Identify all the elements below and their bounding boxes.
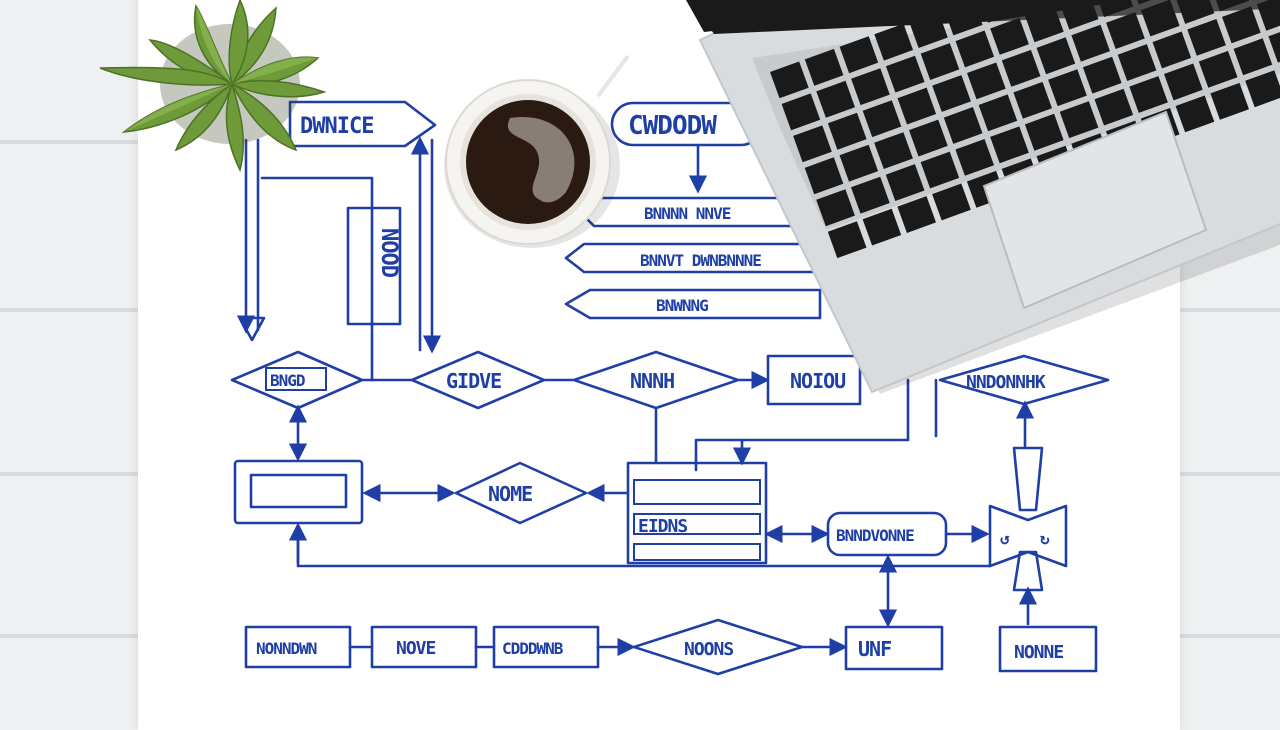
right-step-3-label: BNWNNG [656, 296, 708, 315]
vertical-process-label: NOOD [376, 228, 401, 278]
plant-icon [100, 0, 324, 170]
terminal-top-left-label: DWNICE [300, 114, 373, 139]
rounded-box-label: BNNDVONNE [836, 526, 914, 545]
process-box-right-label: NOIOU [790, 369, 845, 393]
decision-diamond-right: NNDONNHK [940, 356, 1108, 404]
bottom-box-3: CDDDWNB [494, 627, 598, 667]
bottom-box-5-label: NONNE [1014, 642, 1063, 663]
decision-mid-label: NOME [488, 482, 532, 506]
bottom-box-4: UNF [846, 627, 942, 669]
gate-symbol: ↺ ↻ [990, 448, 1066, 590]
pen-icon [598, 56, 628, 96]
bottom-box-4-label: UNF [858, 637, 891, 661]
bottom-box-2-label: NOVE [396, 638, 436, 659]
vertical-process-box: NOOD [348, 208, 401, 324]
right-step-3: BNWNNG [566, 290, 820, 318]
left-long-arrow [240, 140, 264, 340]
svg-text:↺: ↺ [1000, 529, 1010, 548]
decision-diamond-3: NNNH [574, 352, 738, 408]
right-step-2-label: BNNVT DWNBNNNE [640, 251, 761, 270]
connector-line [696, 380, 908, 470]
bottom-decision-diamond: NOONS [634, 620, 802, 674]
decision-1-label: BNGD [270, 371, 305, 390]
decision-right-label: NNDONNHK [966, 372, 1046, 393]
decision-2-label: GIDVE [446, 369, 501, 393]
svg-text:↻: ↻ [1040, 529, 1050, 548]
decision-diamond-2: GIDVE [412, 352, 544, 408]
rounded-process-box: BNNDVONNE [828, 513, 946, 555]
bottom-box-1: NONNDWN [246, 627, 350, 667]
decision-3-label: NNNH [630, 369, 674, 393]
stacked-process-box: EIDNS [628, 463, 766, 563]
stacked-box-label: EIDNS [638, 516, 687, 537]
bottom-box-3-label: CDDDWNB [502, 639, 564, 658]
coffee-cup-icon [444, 80, 620, 248]
bottom-box-2: NOVE [372, 627, 476, 667]
process-box-right: NOIOU [768, 356, 860, 404]
bottom-decision-label: NOONS [684, 639, 733, 660]
terminal-top-right-label: CWDODW [628, 111, 717, 141]
decision-diamond-mid: NOME [456, 463, 586, 523]
decision-diamond-1: BNGD [232, 352, 362, 408]
right-step-1: BNNNN NNVE [580, 198, 800, 226]
right-step-2: BNNVT DWNBNNNE [566, 244, 820, 272]
bottom-box-1-label: NONNDWN [256, 639, 317, 658]
bottom-box-5: NONNE [1000, 627, 1096, 671]
right-step-1-label: BNNNN NNVE [644, 204, 731, 223]
terminal-top-left: DWNICE [290, 102, 435, 146]
process-box-lower-left [235, 461, 362, 523]
